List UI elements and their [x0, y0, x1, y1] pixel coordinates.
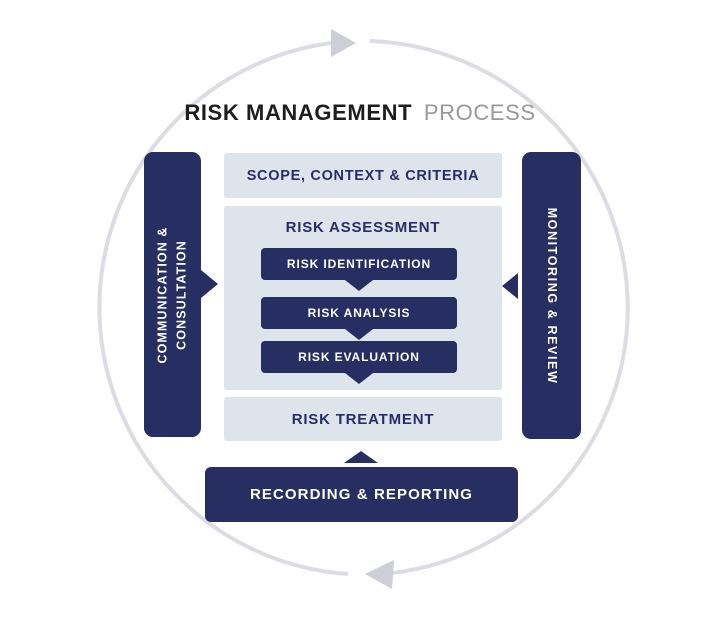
- page-title: RISK MANAGEMENT PROCESS: [0, 100, 720, 126]
- risk-analysis-box: RISK ANALYSIS: [261, 297, 457, 340]
- cycle-arrowhead-bottom-icon: [365, 560, 394, 589]
- left-to-center-arrow-icon: [201, 270, 218, 298]
- down-notch-icon: [345, 280, 373, 291]
- risk-treatment-band: RISK TREATMENT: [224, 397, 502, 441]
- risk-treatment-label: RISK TREATMENT: [291, 410, 435, 428]
- communication-consultation-label: COMMUNICATION & CONSULTATION: [153, 226, 192, 363]
- risk-analysis-label: RISK ANALYSIS: [307, 306, 411, 320]
- risk-evaluation-box: RISK EVALUATION: [261, 341, 457, 384]
- scope-context-criteria-band: SCOPE, CONTEXT & CRITERIA: [224, 153, 502, 198]
- risk-identification-label: RISK IDENTIFICATION: [286, 257, 432, 271]
- recording-reporting-bar: RECORDING & REPORTING: [205, 467, 518, 522]
- risk-evaluation-label: RISK EVALUATION: [298, 350, 420, 364]
- recording-reporting-label: RECORDING & REPORTING: [249, 486, 474, 503]
- monitoring-review-bar: MONITORING & REVIEW: [522, 152, 581, 439]
- communication-line: COMMUNICATION &: [155, 225, 170, 364]
- right-to-center-arrow-icon: [502, 273, 518, 299]
- scope-context-criteria-label: SCOPE, CONTEXT & CRITERIA: [246, 167, 480, 184]
- risk-identification-box: RISK IDENTIFICATION: [261, 248, 457, 291]
- down-notch-icon: [345, 373, 373, 384]
- title-primary: RISK MANAGEMENT: [184, 100, 413, 125]
- cycle-arrowhead-top-icon: [331, 29, 356, 57]
- title-secondary: PROCESS: [423, 100, 536, 125]
- bottom-to-center-arrow-icon: [344, 451, 378, 463]
- down-notch-icon: [345, 329, 373, 340]
- consultation-line: CONSULTATION: [174, 239, 189, 350]
- risk-assessment-heading: RISK ASSESSMENT: [285, 219, 441, 236]
- communication-consultation-bar: COMMUNICATION & CONSULTATION: [144, 152, 201, 437]
- cycle-arc-right: [369, 39, 630, 575]
- monitoring-review-label: MONITORING & REVIEW: [544, 207, 559, 384]
- cycle-arc-left: [97, 41, 349, 576]
